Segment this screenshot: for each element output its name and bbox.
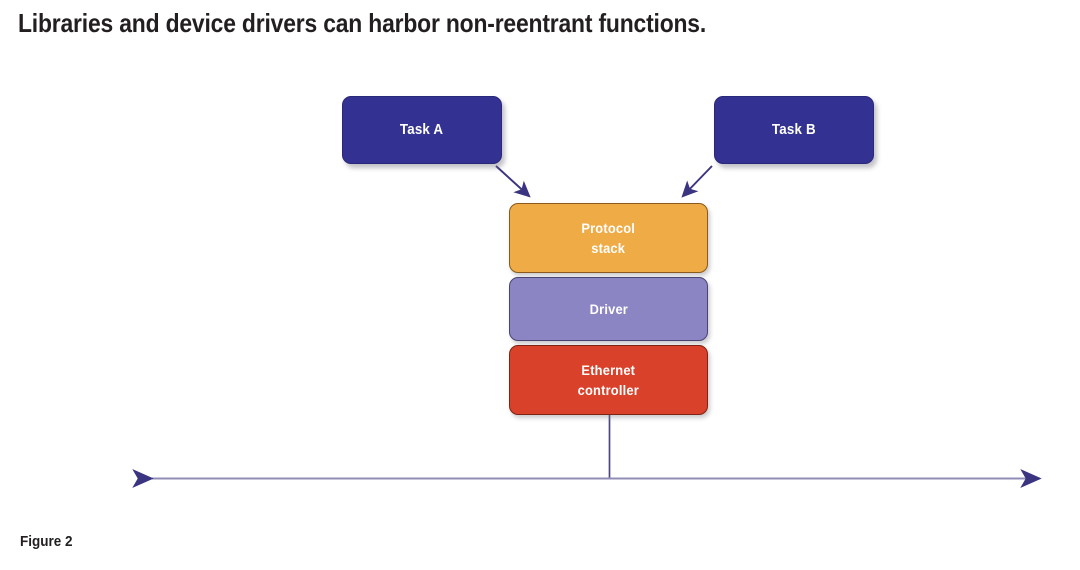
node-ethernet-controller-label: Ethernet controller bbox=[577, 362, 640, 398]
node-protocol-stack-label: Protocol stack bbox=[581, 220, 636, 256]
node-ethernet-controller: Ethernet controller bbox=[509, 345, 708, 415]
node-task-a-label: Task A bbox=[400, 122, 444, 138]
node-driver-label: Driver bbox=[589, 301, 628, 317]
arrow-task-b-to-protocol-stack bbox=[681, 165, 713, 198]
figure-caption: Figure 2 bbox=[20, 533, 73, 550]
figure-title: Libraries and device drivers can harbor … bbox=[18, 8, 707, 38]
node-task-a: Task A bbox=[342, 96, 502, 164]
node-protocol-stack: Protocol stack bbox=[509, 203, 708, 273]
node-task-b-label: Task B bbox=[772, 122, 816, 138]
node-task-b: Task B bbox=[714, 96, 874, 164]
arrow-task-a-to-protocol-stack bbox=[495, 165, 531, 198]
node-driver: Driver bbox=[509, 277, 708, 341]
